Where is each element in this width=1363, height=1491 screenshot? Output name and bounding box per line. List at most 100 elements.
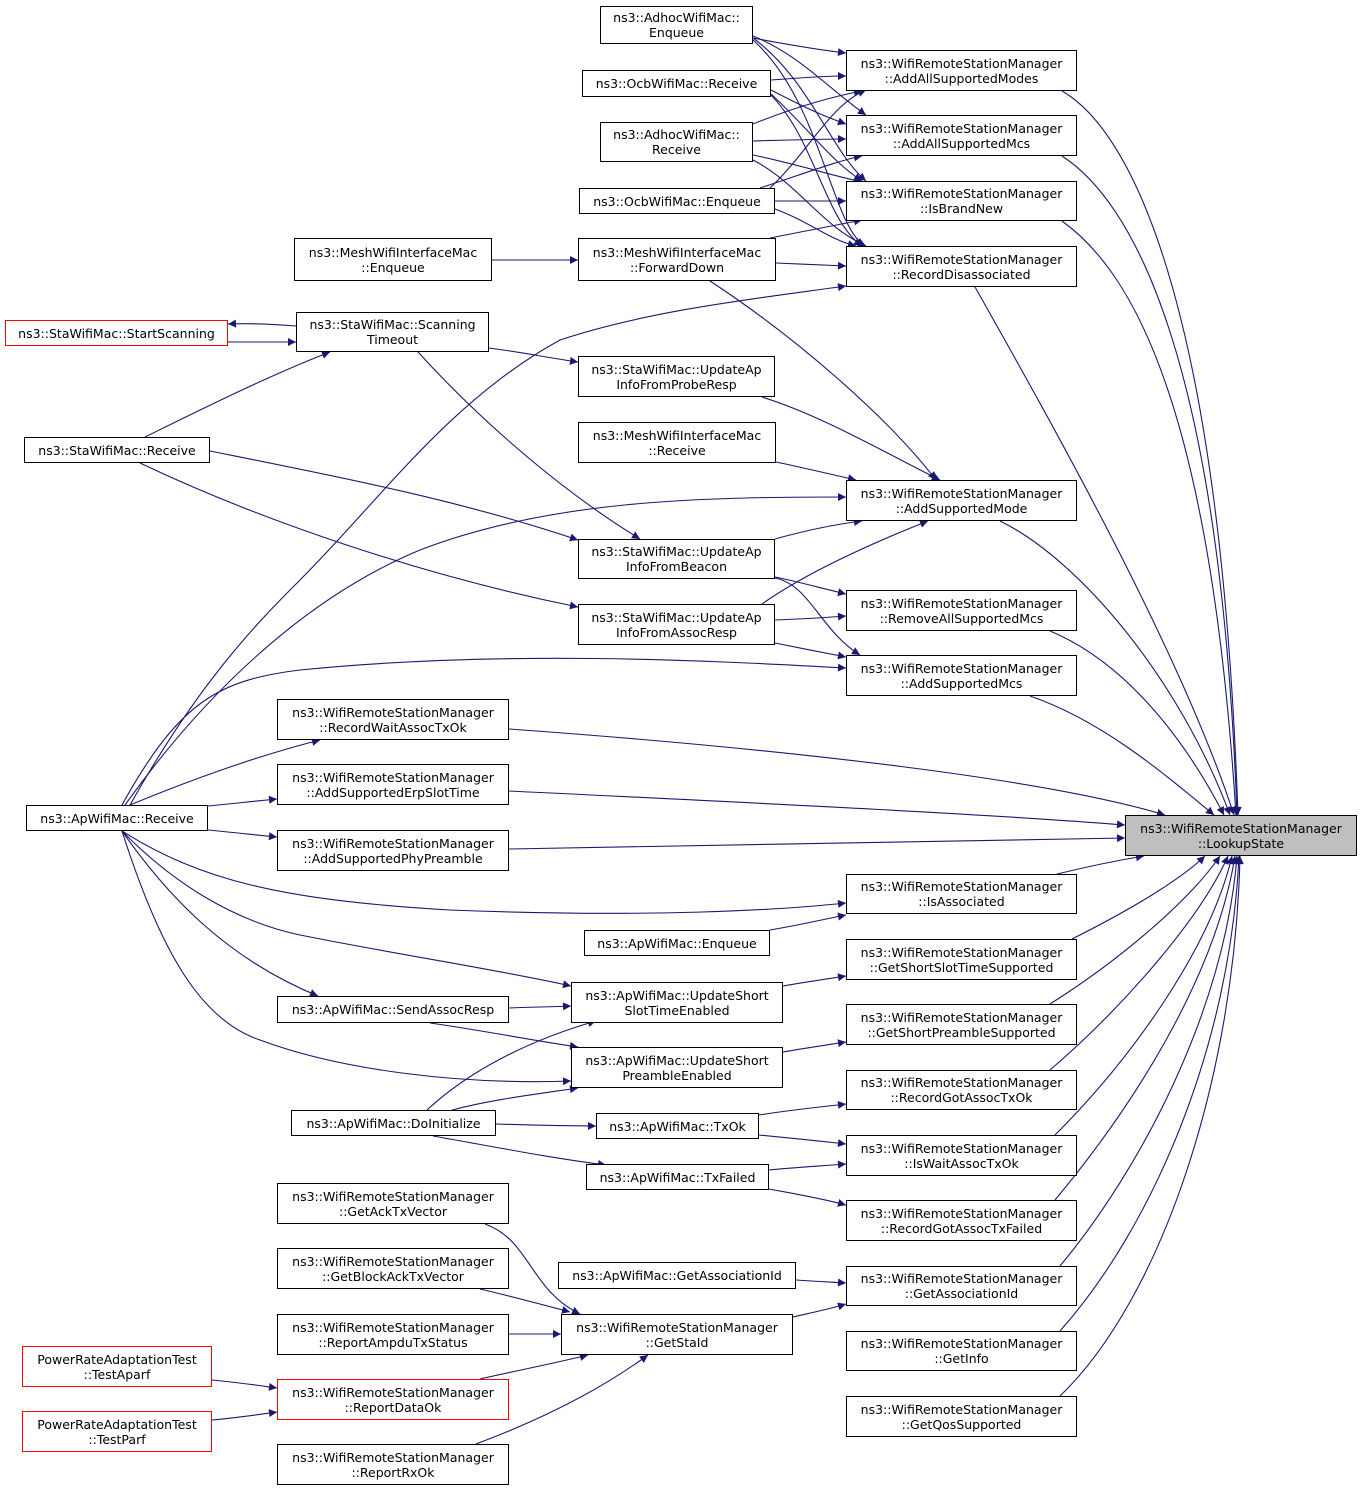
node-report-data-ok[interactable]: ns3::WifiRemoteStationManager::ReportDat… [277,1379,509,1420]
node-label-line2: ::Enqueue [361,259,425,275]
node-label-line2: ::GetQosSupported [901,1416,1022,1432]
node-remove-all-supported-mcs[interactable]: ns3::WifiRemoteStationManager::RemoveAll… [846,590,1077,631]
e-adhocenq-isbrandnew [752,37,867,182]
e-removeallmcs-lookup [1049,630,1225,816]
node-ap-wifi-mac-receive[interactable]: ns3::ApWifiMac::Receive [26,805,208,831]
node-label-line2: ::TestParf [88,1431,146,1447]
node-ap-wifi-mac-enqueue[interactable]: ns3::ApWifiMac::Enqueue [584,930,770,956]
e-adderp-lookup [508,790,1126,829]
node-is-associated[interactable]: ns3::WifiRemoteStationManager::IsAssocia… [846,874,1077,914]
node-get-info[interactable]: ns3::WifiRemoteStationManager::GetInfo [846,1331,1077,1371]
node-label-line1: ns3::MeshWifiInterfaceMac [592,244,762,260]
node-add-supported-phy-preamble[interactable]: ns3::WifiRemoteStationManager::AddSuppor… [277,830,509,871]
node-mesh-wifi-interface-mac-enqueue[interactable]: ns3::MeshWifiInterfaceMac::Enqueue [294,238,492,281]
node-record-wait-assoc-tx-ok[interactable]: ns3::WifiRemoteStationManager::RecordWai… [277,699,509,740]
e-doinit-updslot [426,1019,597,1111]
e-testparf-reportdataok [211,1409,278,1421]
e-txok-iswait [758,1134,847,1148]
node-label-line1: ns3::WifiRemoteStationManager [860,1336,1063,1351]
node-sta-wifi-mac-start-scanning[interactable]: ns3::StaWifiMac::StartScanning [5,320,228,346]
node-get-association-id[interactable]: ns3::WifiRemoteStationManager::GetAssoci… [846,1266,1077,1306]
e-adhocenq-recorddisassoc [752,39,865,247]
node-sta-wifi-mac-receive[interactable]: ns3::StaWifiMac::Receive [24,437,210,463]
node-is-brand-new[interactable]: ns3::WifiRemoteStationManager::IsBrandNe… [846,181,1077,221]
e-assoc-addmode [761,520,929,605]
node-mesh-wifi-interface-mac-receive[interactable]: ns3::MeshWifiInterfaceMac::Receive [578,422,776,463]
node-get-short-preamble-supported[interactable]: ns3::WifiRemoteStationManager::GetShortP… [846,1004,1077,1045]
node-mesh-wifi-interface-mac-forward-down[interactable]: ns3::MeshWifiInterfaceMac::ForwardDown [578,238,776,281]
node-label-line1: ns3::WifiRemoteStationManager [860,944,1063,960]
node-label-line1: ns3::ApWifiMac::UpdateShort [585,987,769,1003]
node-is-wait-assoc-tx-ok[interactable]: ns3::WifiRemoteStationManager::IsWaitAss… [846,1135,1077,1176]
e-meshrecv-addmode [775,461,857,483]
node-label-line2: ::GetAckTxVector [338,1203,447,1219]
e-sendassoc-updslot [508,1002,572,1011]
e-recgotfail-lookup [1054,855,1238,1201]
node-report-rx-ok[interactable]: ns3::WifiRemoteStationManager::ReportRxO… [277,1444,509,1485]
e-beacon-removeallmcs [774,576,847,597]
node-ap-wifi-mac-tx-ok[interactable]: ns3::ApWifiMac::TxOk [596,1113,759,1139]
e-getack-getstaid [484,1223,581,1315]
e-isbrandnew-lookup [1061,220,1240,816]
node-label-line1: ns3::ApWifiMac::TxFailed [599,1169,756,1185]
node-ap-wifi-mac-send-assoc-resp[interactable]: ns3::ApWifiMac::SendAssocResp [277,996,509,1023]
node-get-qos-supported[interactable]: ns3::WifiRemoteStationManager::GetQosSup… [846,1396,1077,1437]
node-label-line2: ::GetAssociationId [904,1286,1019,1301]
node-label-line1: ns3::AdhocWifiMac:: [613,127,740,142]
e-apreceive-addphy [207,829,278,841]
node-get-ack-tx-vector[interactable]: ns3::WifiRemoteStationManager::GetAckTxV… [277,1183,509,1224]
node-label-line1: ns3::WifiRemoteStationManager [292,1449,494,1465]
node-record-disassociated[interactable]: ns3::WifiRemoteStationManager::RecordDis… [846,246,1077,287]
node-label-line2: ::ReportAmpduTxStatus [318,1334,468,1350]
node-get-block-ack-tx-vector[interactable]: ns3::WifiRemoteStationManager::GetBlockA… [277,1248,509,1289]
node-report-ampdu-tx-status[interactable]: ns3::WifiRemoteStationManager::ReportAmp… [277,1314,509,1355]
node-add-supported-mcs[interactable]: ns3::WifiRemoteStationManager::AddSuppor… [846,655,1077,696]
node-ocb-wifi-mac-receive[interactable]: ns3::OcbWifiMac::Receive [582,70,771,97]
node-record-got-assoc-tx-failed[interactable]: ns3::WifiRemoteStationManager::RecordGot… [846,1200,1077,1241]
e-apreceive-sendassoc [121,830,319,997]
node-power-rate-adaptation-test-parf[interactable]: PowerRateAdaptationTest::TestParf [22,1411,212,1452]
node-ap-wifi-mac-tx-failed[interactable]: ns3::ApWifiMac::TxFailed [586,1164,769,1190]
node-label-line2: ::ForwardDown [629,259,725,275]
e-adhocrecv-recorddisassoc [752,159,867,247]
node-add-all-supported-modes[interactable]: ns3::WifiRemoteStationManager::AddAllSup… [846,50,1077,91]
e-apgetassocid-getassocid [795,1278,847,1287]
node-ocb-wifi-mac-enqueue[interactable]: ns3::OcbWifiMac::Enqueue [579,188,775,214]
e-ocbrecv-isbrandnew [770,93,863,182]
e-adhocrecv-addallmodes [752,88,863,125]
node-add-supported-erp-slot-time[interactable]: ns3::WifiRemoteStationManager::AddSuppor… [277,764,509,805]
node-add-supported-mode[interactable]: ns3::WifiRemoteStationManager::AddSuppor… [846,480,1077,521]
node-label-line1: ns3::WifiRemoteStationManager [860,1140,1063,1156]
node-record-got-assoc-tx-ok[interactable]: ns3::WifiRemoteStationManager::RecordGot… [846,1070,1077,1110]
node-add-all-supported-mcs[interactable]: ns3::WifiRemoteStationManager::AddAllSup… [846,115,1077,156]
node-label-line2: ::GetStaId [645,1334,709,1350]
node-get-short-slot-time-supported[interactable]: ns3::WifiRemoteStationManager::GetShortS… [846,939,1077,980]
node-label-line1: ns3::WifiRemoteStationManager [292,1319,494,1335]
e-scantimeout-beacon [417,351,641,540]
node-label-line2: ::AddSupportedMode [895,500,1028,516]
node-ap-wifi-mac-do-initialize[interactable]: ns3::ApWifiMac::DoInitialize [291,1110,496,1136]
e-doinit-updpre [451,1085,579,1111]
node-ap-wifi-mac-get-association-id[interactable]: ns3::ApWifiMac::GetAssociationId [558,1262,796,1289]
e-beacon-addmcs [774,577,861,656]
node-label-line2: ::RecordWaitAssocTxOk [319,719,467,735]
node-power-rate-adaptation-test-aparf[interactable]: PowerRateAdaptationTest::TestAparf [22,1346,212,1387]
e-stareceive-scantimeout [144,351,331,438]
node-adhoc-wifi-mac-enqueue[interactable]: ns3::AdhocWifiMac::Enqueue [600,6,753,44]
e-meshforward-isbrandnew [769,217,863,239]
node-lookup-state: ns3::WifiRemoteStationManager::LookupSta… [1125,815,1357,856]
node-adhoc-wifi-mac-receive[interactable]: ns3::AdhocWifiMac::Receive [600,122,753,162]
node-label-line2: ::GetShortSlotTimeSupported [869,959,1054,975]
e-getpre-lookup [1049,855,1221,1005]
node-label-line2: InfoFromProbeResp [616,376,737,392]
node-get-sta-id[interactable]: ns3::WifiRemoteStationManager::GetStaId [561,1314,793,1355]
e-adhocenq-addallmodes [752,37,847,57]
node-label-line1: ns3::WifiRemoteStationManager [860,251,1063,267]
